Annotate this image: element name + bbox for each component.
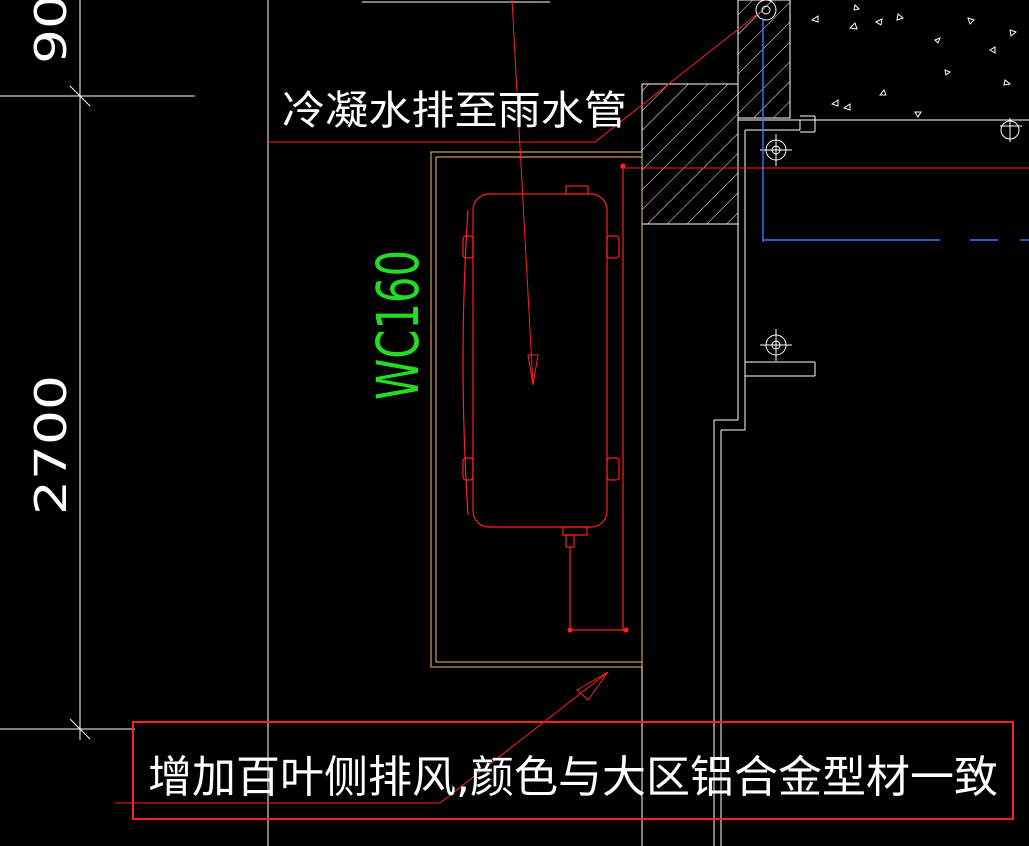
dimension-2700: 2700 (26, 375, 77, 515)
louver-note: 增加百叶侧排风,颜色与大区铝合金型材一致 (148, 752, 998, 803)
pipe-symbol-top (755, 0, 777, 21)
equipment-niche (430, 151, 643, 668)
dimension-90: 90 (26, 0, 77, 64)
condensate-note: 冷凝水排至雨水管 (282, 88, 627, 134)
dimension-lines (0, 0, 195, 740)
pipe-symbol-lower (760, 329, 792, 361)
hatched-wall-block (641, 83, 739, 225)
red-reference-lines (268, 11, 1029, 169)
blue-pipe-line (762, 18, 1029, 242)
pipe-symbol-middle (760, 134, 792, 166)
concrete-fill (810, 3, 1018, 118)
ac-unit (462, 163, 629, 633)
unit-tag: WC160 (364, 250, 432, 400)
pipe-symbol-right (1000, 118, 1020, 142)
louver-leader-arrow (115, 671, 609, 804)
condensate-leader-arrow (511, 0, 539, 386)
louver-note-highlight-box (132, 721, 1014, 820)
hatched-column (737, 0, 791, 119)
